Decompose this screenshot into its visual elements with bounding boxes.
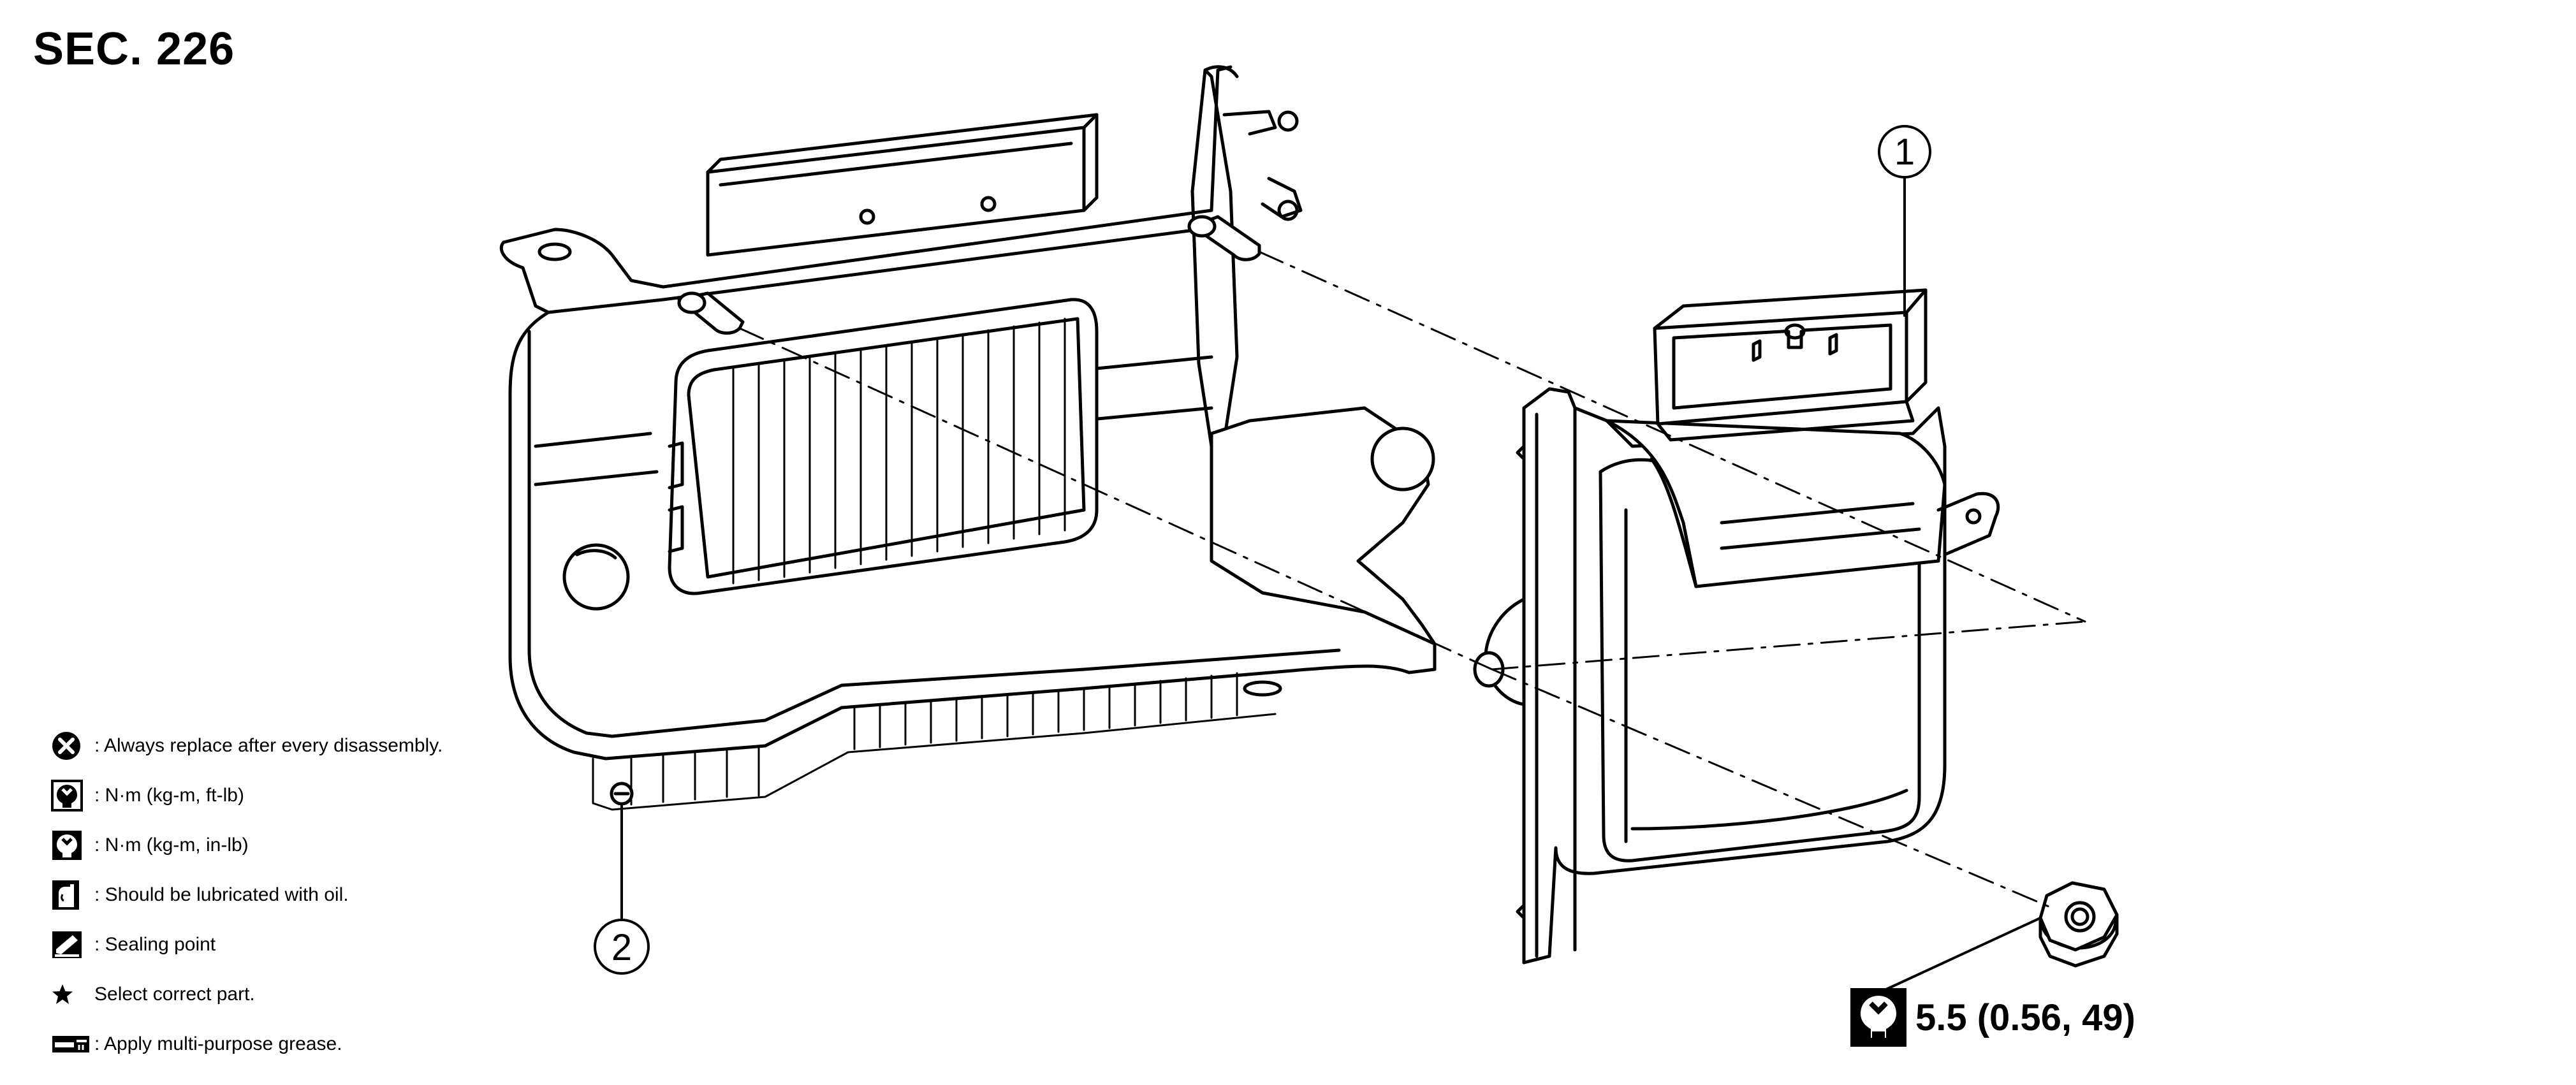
legend-text: : N·m (kg-m, ft-lb): [94, 785, 244, 806]
callout-2: [594, 919, 650, 975]
ecm-unit: [1473, 288, 2000, 965]
callout-1: [1878, 125, 1931, 178]
guide-pin-right: [1187, 215, 1261, 261]
legend-item-oil: : Should be lubricated with oil.: [51, 876, 349, 914]
legend-text: : Sealing point: [94, 934, 216, 955]
legend-text: : N·m (kg-m, in-lb): [94, 834, 249, 856]
star-icon: [51, 978, 92, 1011]
callout-1-number: 1: [1894, 131, 1915, 173]
legend-item-torque-ft-lb: : N·m (kg-m, ft-lb): [51, 776, 244, 815]
torque-value: 5.5 (0.56, 49): [1915, 996, 2135, 1038]
flange-nut: [2038, 881, 2119, 968]
legend-text: : Apply multi-purpose grease.: [94, 1033, 342, 1054]
torque-spec: 5.5 (0.56, 49): [1849, 987, 2135, 1048]
grease-gun-icon: [51, 1028, 92, 1061]
legend-item-sealing: : Sealing point: [51, 926, 216, 964]
legend-item-grease: : Apply multi-purpose grease.: [51, 1025, 342, 1063]
torque-wrench-filled-icon: [51, 829, 92, 862]
sealant-icon: [51, 928, 92, 961]
assembly-centerlines: [738, 251, 2086, 910]
legend-item-torque-in-lb: : N·m (kg-m, in-lb): [51, 826, 249, 864]
guide-pin-left: [677, 291, 745, 335]
x-circle-icon: [51, 729, 92, 762]
callout-2-number: 2: [611, 927, 632, 968]
ecm-bracket: [499, 65, 1437, 811]
torque-wrench-icon: [51, 779, 92, 812]
torque-wrench-in-lb-icon: [1849, 987, 1908, 1048]
legend-text: : Should be lubricated with oil.: [94, 884, 349, 905]
legend-item-select-part: Select correct part.: [51, 975, 255, 1014]
oil-can-icon: [51, 878, 92, 912]
callout-leaders: [620, 176, 2042, 994]
legend-item-replace: : Always replace after every disassembly…: [51, 727, 443, 765]
legend-text: Select correct part.: [94, 984, 255, 1005]
section-title: SEC. 226: [33, 24, 235, 75]
legend-text: : Always replace after every disassembly…: [94, 735, 443, 756]
